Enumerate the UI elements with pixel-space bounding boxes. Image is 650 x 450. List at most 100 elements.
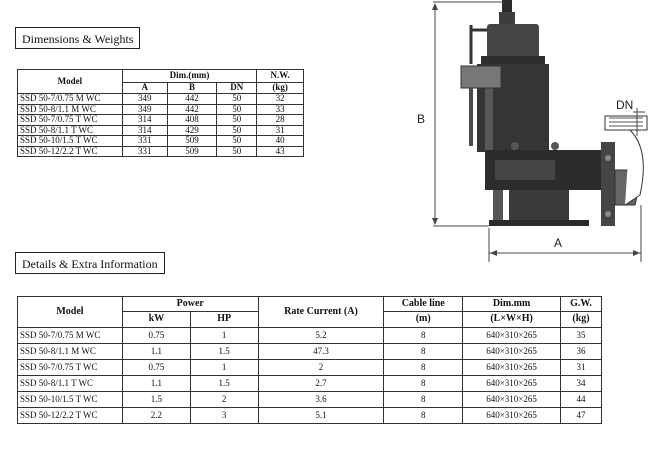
table-row: SSD 50-8/1.1 M WC 1.1 1.5 47.3 8 640×310… — [17, 343, 602, 360]
dn-cell: 50 — [216, 93, 258, 105]
nw-cell: 32 — [256, 93, 304, 105]
kw-cell: 0.75 — [121, 327, 191, 344]
dim-b-cell: 442 — [166, 103, 218, 115]
nw-cell: 43 — [256, 145, 304, 157]
table-row: SSD 50-12/2.2 T WC 331 509 50 43 — [17, 145, 304, 157]
dn-cell: 50 — [216, 145, 258, 157]
header-gw: G.W. — [560, 296, 602, 312]
rate-current-cell: 2 — [257, 359, 385, 376]
table-row: SSD 50-7/0.75 M WC 0.75 1 5.2 8 640×310×… — [17, 327, 602, 344]
rate-current-cell: 47.3 — [257, 343, 385, 360]
hp-cell: 1 — [189, 327, 259, 344]
table-row: SSD 50-8/1.1 T WC 314 429 50 31 — [17, 124, 304, 136]
nw-cell: 40 — [256, 135, 304, 147]
cable-line-cell: 8 — [383, 327, 464, 344]
gw-cell: 47 — [560, 407, 602, 424]
hp-cell: 1.5 — [189, 375, 259, 392]
rate-current-cell: 5.1 — [257, 407, 385, 424]
dim-a-cell: 331 — [121, 135, 168, 147]
table-row: SSD 50-12/2.2 T WC 2.2 3 5.1 8 640×310×2… — [17, 407, 602, 424]
model-cell: SSD 50-8/1.1 M WC — [17, 343, 123, 360]
pump-diagram: B DN A — [417, 0, 648, 262]
nw-cell: 33 — [256, 103, 304, 115]
dim-a-cell: 349 — [121, 93, 168, 105]
model-cell: SSD 50-8/1.1 M WC — [17, 103, 123, 115]
rate-current-cell: 2.7 — [257, 375, 385, 392]
header-gw-unit: (kg) — [560, 311, 602, 328]
kw-cell: 1.1 — [121, 343, 191, 360]
header-dim-unit: (L×W×H) — [462, 311, 561, 328]
table-row: SSD 50-10/1.5 T WC 331 509 50 40 — [17, 135, 304, 147]
dim-b-cell: 408 — [166, 114, 218, 126]
model-cell: SSD 50-10/1.5 T WC — [17, 135, 123, 147]
kw-cell: 1.1 — [121, 375, 191, 392]
dimensions-table: Model Dim.(mm) N.W. A B DN (kg) SSD 50-7… — [17, 69, 304, 157]
header-nw: N.W. — [256, 69, 304, 83]
model-cell: SSD 50-7/0.75 M WC — [17, 327, 123, 344]
nw-cell: 28 — [256, 114, 304, 126]
dn-cell: 50 — [216, 103, 258, 115]
details-table: Model Power Rate Current (A) Cable line … — [17, 296, 602, 424]
hp-cell: 1.5 — [189, 343, 259, 360]
model-cell: SSD 50-12/2.2 T WC — [17, 145, 123, 157]
diagram-label-dn: DN — [616, 98, 633, 112]
cable-line-cell: 8 — [383, 343, 464, 360]
dim-a-cell: 314 — [121, 114, 168, 126]
header-hp: HP — [189, 311, 259, 328]
table-row: SSD 50-10/1.5 T WC 1.5 2 3.6 8 640×310×2… — [17, 391, 602, 408]
dim-b-cell: 509 — [166, 135, 218, 147]
model-cell: SSD 50-7/0.75 M WC — [17, 93, 123, 105]
cable-line-cell: 8 — [383, 359, 464, 376]
dn-cell: 50 — [216, 124, 258, 136]
rate-current-cell: 5.2 — [257, 327, 385, 344]
table-row: SSD 50-7/0.75 T WC 314 408 50 28 — [17, 114, 304, 126]
dim-a-cell: 331 — [121, 145, 168, 157]
header-model: Model — [17, 69, 123, 94]
dimensions-title: Dimensions & Weights — [15, 27, 141, 49]
diagram-label-b: B — [417, 112, 425, 126]
dim-b-cell: 509 — [166, 145, 218, 157]
gw-cell: 34 — [560, 375, 602, 392]
header-kw: kW — [121, 311, 191, 328]
table-row: SSD 50-7/0.75 T WC 0.75 1 2 8 640×310×26… — [17, 359, 602, 376]
diagram-label-a: A — [554, 236, 562, 250]
model-cell: SSD 50-7/0.75 T WC — [17, 114, 123, 126]
header-model: Model — [17, 296, 123, 328]
kw-cell: 1.5 — [121, 391, 191, 408]
header-dn: DN — [216, 82, 258, 94]
dn-cell: 50 — [216, 135, 258, 147]
header-kg: (kg) — [256, 82, 304, 94]
dim-cell: 640×310×265 — [462, 359, 561, 376]
dim-b-cell: 442 — [166, 93, 218, 105]
cable-line-cell: 8 — [383, 407, 464, 424]
header-power: Power — [121, 296, 259, 312]
gw-cell: 35 — [560, 327, 602, 344]
dn-cell: 50 — [216, 114, 258, 126]
dim-cell: 640×310×265 — [462, 327, 561, 344]
header-rate-current: Rate Current (A) — [257, 296, 385, 328]
rate-current-cell: 3.6 — [257, 391, 385, 408]
hp-cell: 1 — [189, 359, 259, 376]
model-cell: SSD 50-8/1.1 T WC — [17, 375, 123, 392]
table-row: SSD 50-8/1.1 M WC 349 442 50 33 — [17, 103, 304, 115]
dim-a-cell: 314 — [121, 124, 168, 136]
dim-b-cell: 429 — [166, 124, 218, 136]
model-cell: SSD 50-12/2.2 T WC — [17, 407, 123, 424]
gw-cell: 44 — [560, 391, 602, 408]
model-cell: SSD 50-10/1.5 T WC — [17, 391, 123, 408]
gw-cell: 36 — [560, 343, 602, 360]
nw-cell: 31 — [256, 124, 304, 136]
header-cable-line: Cable line — [383, 296, 464, 312]
kw-cell: 2.2 — [121, 407, 191, 424]
table-row: SSD 50-8/1.1 T WC 1.1 1.5 2.7 8 640×310×… — [17, 375, 602, 392]
dim-cell: 640×310×265 — [462, 343, 561, 360]
header-dim: Dim.mm — [462, 296, 561, 312]
dim-cell: 640×310×265 — [462, 391, 561, 408]
hp-cell: 2 — [189, 391, 259, 408]
gw-cell: 31 — [560, 359, 602, 376]
submersible-pump-icon — [460, 0, 648, 226]
header-a: A — [121, 82, 168, 94]
cable-line-cell: 8 — [383, 391, 464, 408]
model-cell: SSD 50-7/0.75 T WC — [17, 359, 123, 376]
dim-cell: 640×310×265 — [462, 375, 561, 392]
